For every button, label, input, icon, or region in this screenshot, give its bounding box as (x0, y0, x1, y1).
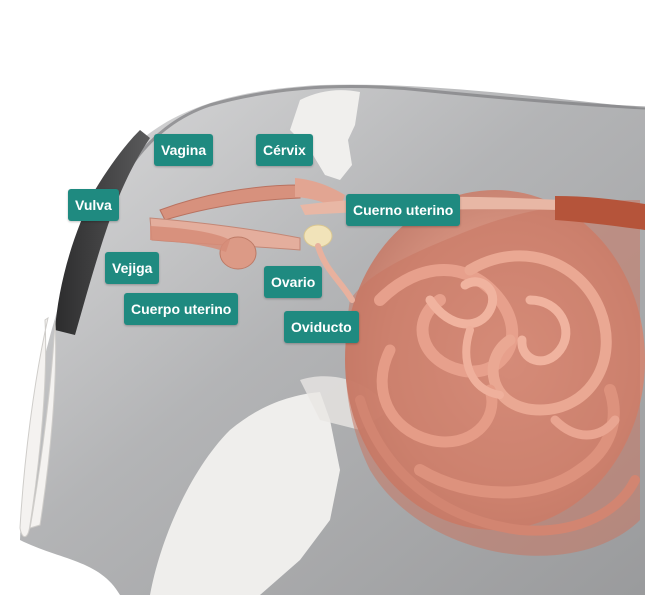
label-bladder: Vejiga (105, 252, 160, 284)
uterine-body (150, 226, 230, 252)
label-uterine-body: Cuerpo uterino (124, 293, 239, 325)
white-patch-top (290, 90, 360, 180)
white-patch-lower (150, 392, 340, 595)
tail-white-tip (19, 316, 57, 538)
label-oviduct: Oviducto (284, 311, 359, 343)
label-vagina: Vagina (154, 134, 214, 166)
uterine-horn-red (555, 196, 645, 230)
label-ovary: Ovario (264, 266, 323, 298)
label-uterine-horn: Cuerno uterino (346, 194, 461, 226)
label-cervix: Cérvix (256, 134, 313, 166)
bladder (219, 236, 257, 270)
intestine-coils (355, 250, 640, 536)
label-vulva: Vulva (68, 189, 119, 221)
oviduct (315, 243, 355, 303)
tail-dark (55, 130, 150, 335)
vagina-tube (159, 184, 301, 221)
